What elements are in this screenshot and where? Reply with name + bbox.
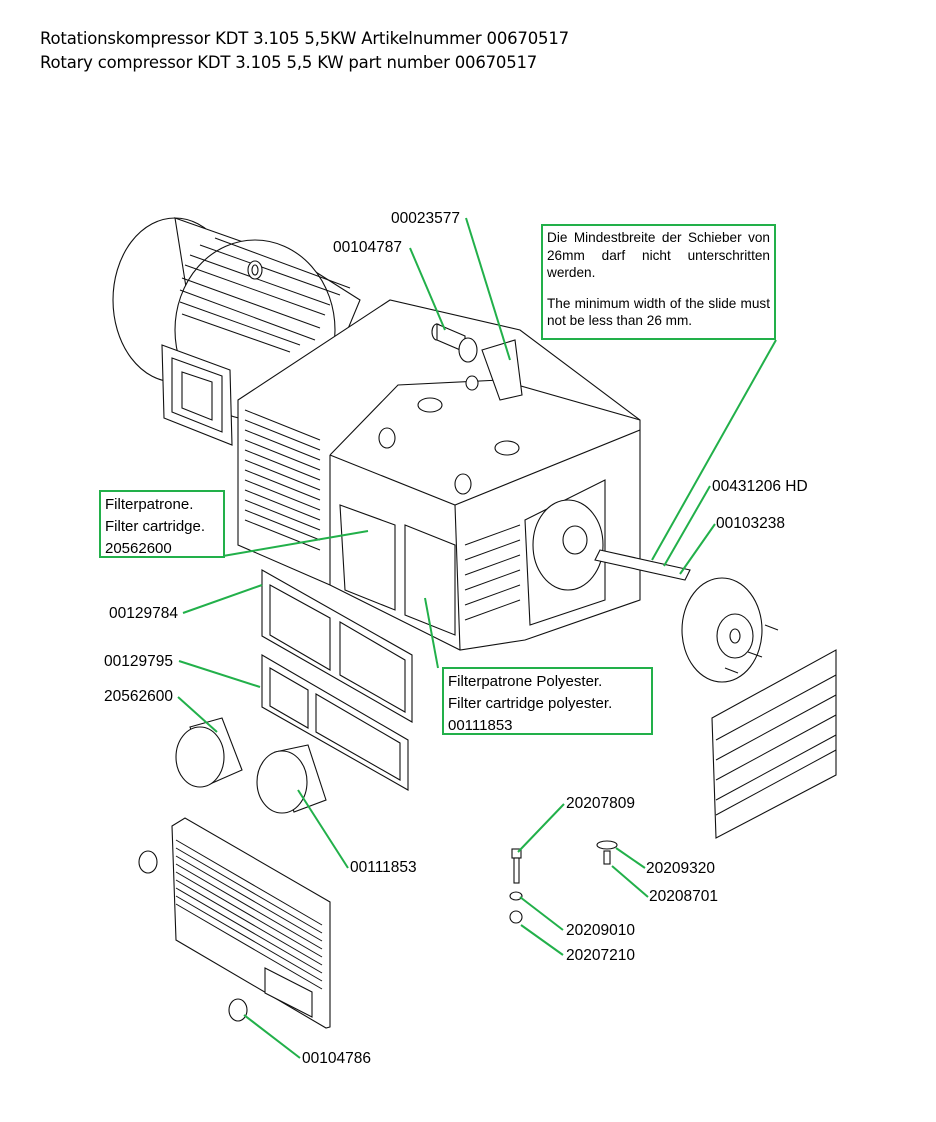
part-label-00111853[interactable]: 00111853 — [350, 859, 417, 876]
filter-polyester-box: Filterpatrone Polyester. Filter cartridg… — [442, 667, 653, 735]
gaskets — [261, 569, 413, 791]
fan-cover — [711, 649, 837, 839]
part-label-20209320[interactable]: 20209320 — [646, 860, 715, 877]
front-cover — [138, 817, 331, 1029]
part-label-00103238[interactable]: 00103238 — [716, 515, 785, 532]
part-label-00023577[interactable]: 00023577 — [391, 210, 460, 227]
part-label-00104787[interactable]: 00104787 — [333, 239, 402, 256]
part-label-20562600[interactable]: 20562600 — [104, 688, 173, 705]
fan — [681, 577, 779, 683]
filter-polyester-part[interactable]: 00111853 — [448, 717, 513, 734]
filter-cartridge-de: Filterpatrone. — [105, 496, 194, 513]
part-label-00104786[interactable]: 00104786 — [302, 1050, 371, 1067]
part-label-20208701[interactable]: 20208701 — [649, 888, 718, 905]
part-label-20207809[interactable]: 20207809 — [566, 795, 635, 812]
filter-cartridge-box: Filterpatrone. Filter cartridge. 2056260… — [99, 490, 225, 558]
slide-width-note: Die Mindestbreite der Schieber von 26mm … — [541, 224, 776, 340]
filter-polyester-de: Filterpatrone Polyester. — [448, 673, 603, 690]
title-english: Rotary compressor KDT 3.105 5,5 KW part … — [40, 53, 538, 72]
title-german: Rotationskompressor KDT 3.105 5,5KW Arti… — [40, 29, 569, 48]
leader-lines — [177, 217, 777, 1059]
filter-polyester-en: Filter cartridge polyester. — [448, 695, 613, 712]
part-label-00129784[interactable]: 00129784 — [109, 605, 178, 622]
hardware — [509, 840, 618, 924]
part-label-20209010[interactable]: 20209010 — [566, 922, 635, 939]
part-label-20207210[interactable]: 20207210 — [566, 947, 635, 964]
filters — [175, 717, 327, 814]
compressor-housing — [237, 299, 691, 651]
note-german: Die Mindestbreite der Schieber von 26mm … — [547, 230, 770, 280]
part-label-00431206-hd[interactable]: 00431206 HD — [712, 478, 808, 495]
part-label-00129795[interactable]: 00129795 — [104, 653, 173, 670]
filter-cartridge-part[interactable]: 20562600 — [105, 540, 172, 557]
filter-cartridge-en: Filter cartridge. — [105, 518, 206, 535]
note-english: The minimum width of the slide must not … — [547, 295, 770, 329]
